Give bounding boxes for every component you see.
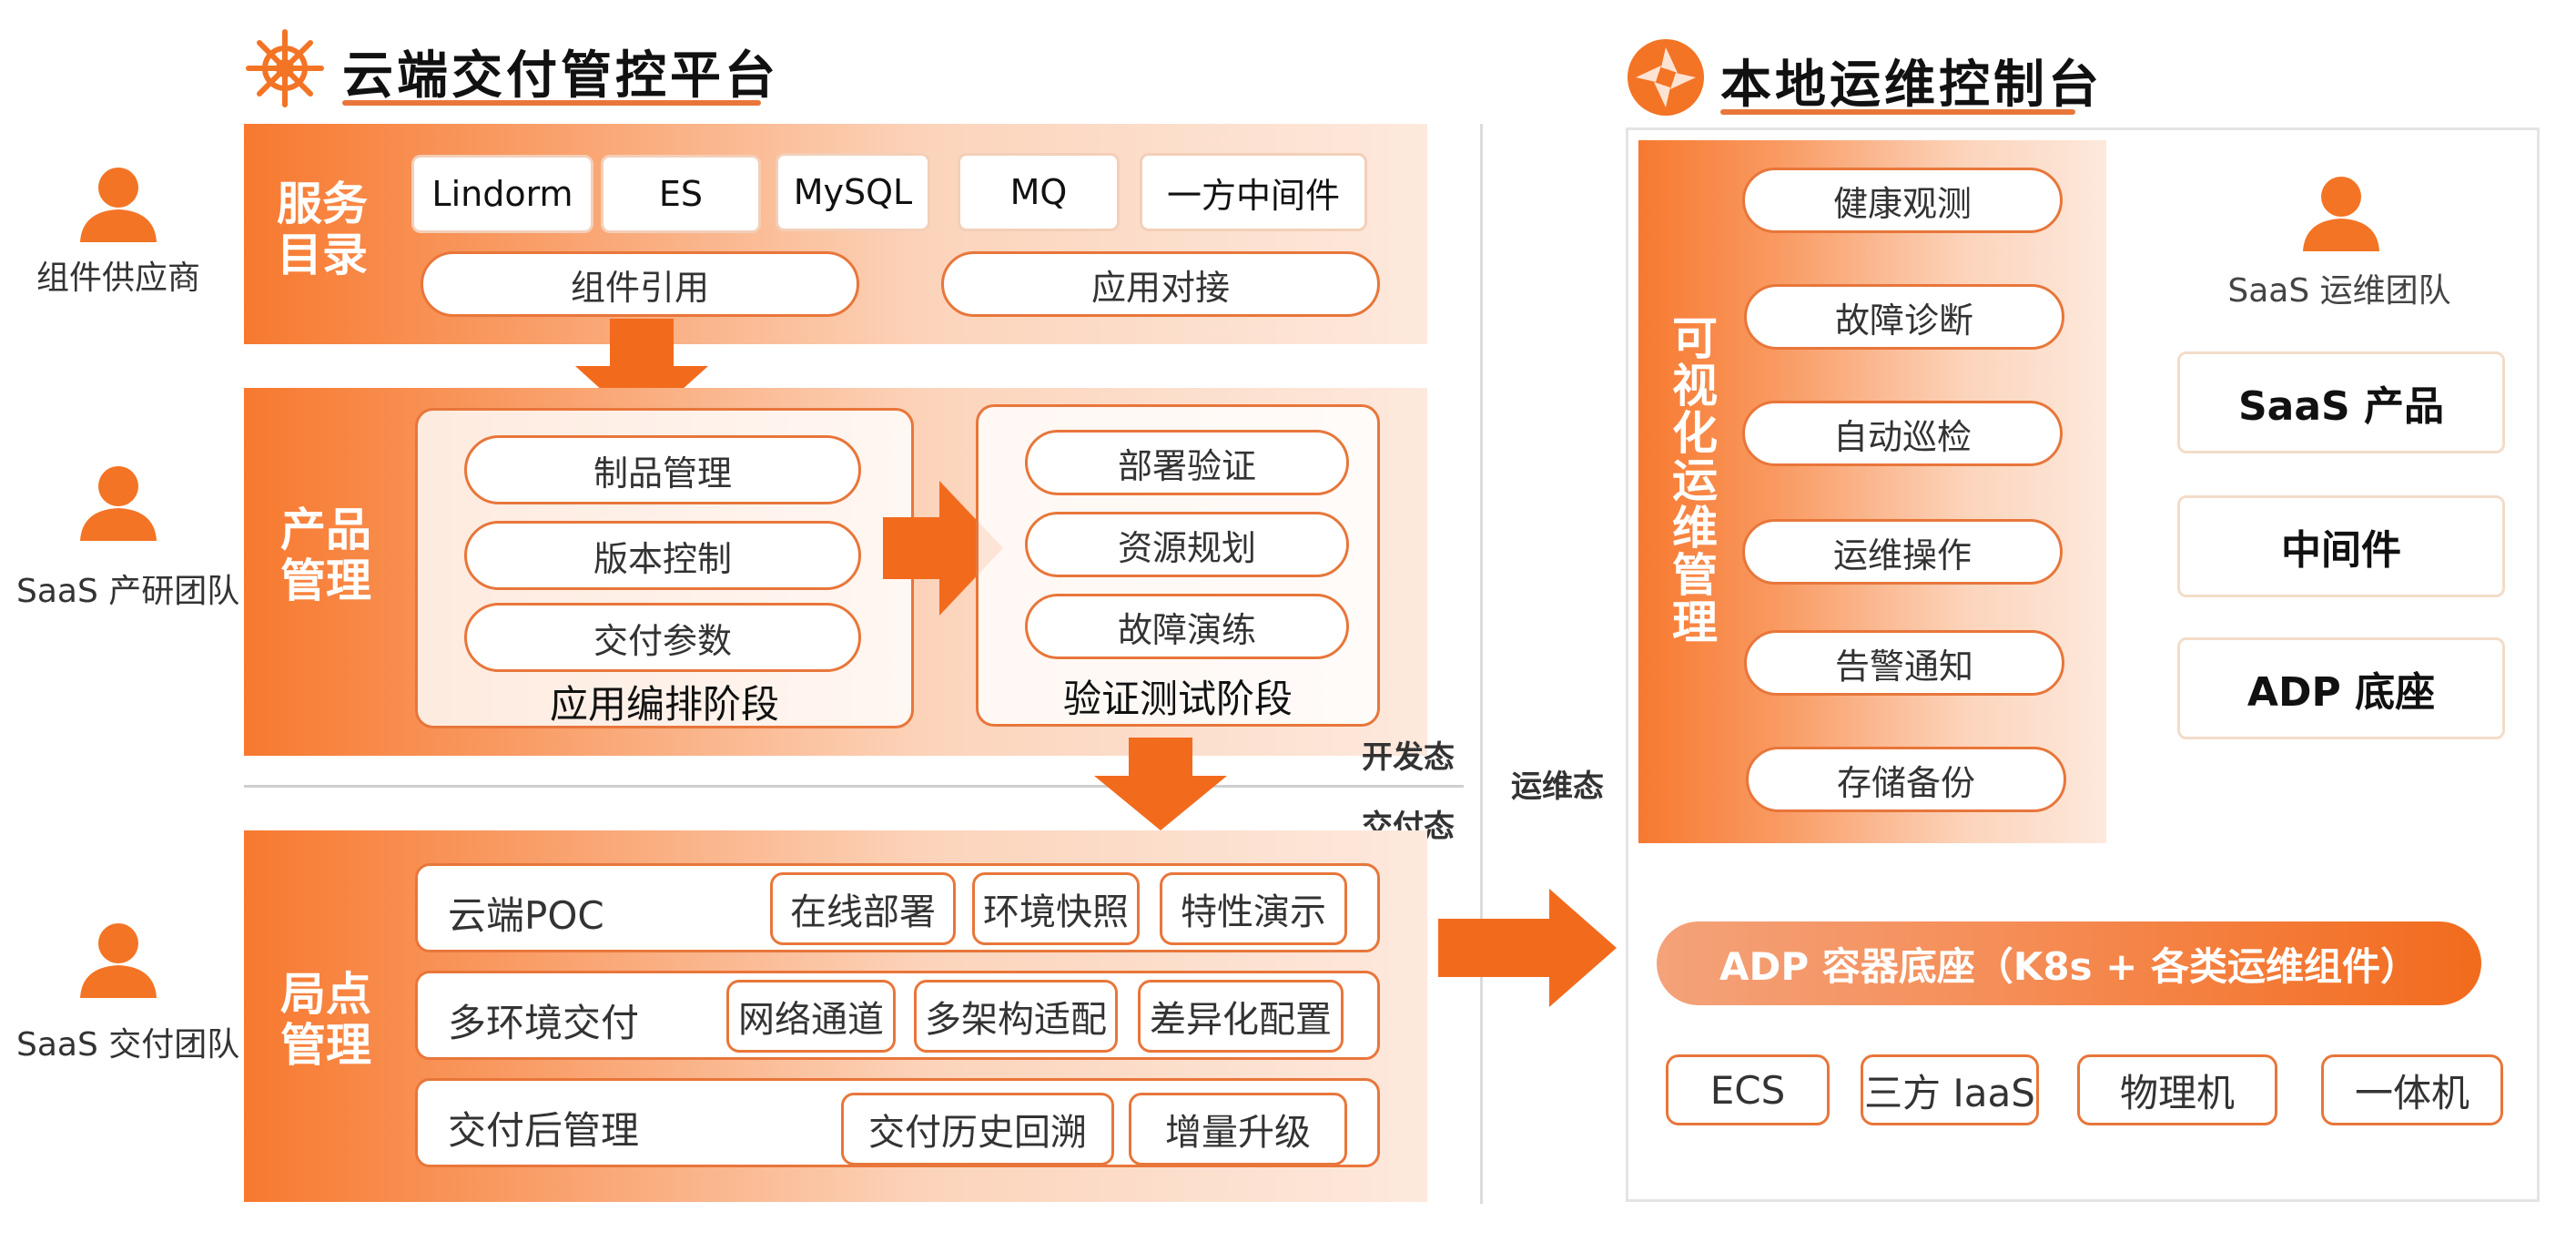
infra-ecs[interactable]: ECS: [1666, 1054, 1830, 1125]
visual-ops-panel: [1638, 140, 2106, 843]
helm-icon: [244, 27, 326, 109]
person-icon: [75, 164, 162, 242]
env-snapshot-tag[interactable]: 环境快照: [972, 872, 1140, 945]
persona-ops-team: SaaS 运维团队: [2227, 272, 2451, 310]
component-es[interactable]: ES: [601, 155, 761, 233]
ops-state-label: 运维态: [1511, 769, 1604, 805]
site-mgmt-label: 局点 管理: [280, 968, 371, 1072]
aperture-icon: [1625, 36, 1707, 118]
adp-base-box[interactable]: ADP 底座: [2177, 637, 2505, 739]
arrow-down-icon: [575, 319, 708, 426]
feature-demo-tag[interactable]: 特性演示: [1160, 872, 1347, 945]
right-title: 本地运维控制台: [1720, 56, 2103, 115]
infra-all-in-one[interactable]: 一体机: [2321, 1054, 2503, 1125]
service-catalog-label: 服务 目录: [277, 178, 368, 281]
adp-container-base-bar[interactable]: ADP 容器底座（K8s + 各类运维组件）: [1657, 921, 2481, 1005]
ops-divider-line: [1480, 124, 1483, 1204]
version-control-item[interactable]: 版本控制: [464, 521, 861, 590]
infra-physical-machine[interactable]: 物理机: [2077, 1054, 2277, 1125]
middleware-box[interactable]: 中间件: [2177, 495, 2505, 597]
person-icon: [75, 920, 162, 998]
component-lindorm[interactable]: Lindorm: [411, 155, 593, 233]
dev-state-label: 开发态: [1362, 739, 1455, 776]
person-icon: [2297, 173, 2385, 251]
ops-operation-item[interactable]: 运维操作: [1742, 519, 2063, 585]
delivery-history-tag[interactable]: 交付历史回溯: [841, 1093, 1114, 1166]
verification-stage-caption: 验证测试阶段: [1062, 677, 1293, 721]
app-integration-button[interactable]: 应用对接: [941, 251, 1380, 317]
incremental-upgrade-tag[interactable]: 增量升级: [1129, 1093, 1347, 1166]
site-row-multi-env-label: 多环境交付: [448, 1001, 640, 1045]
left-title: 云端交付管控平台: [342, 46, 779, 106]
person-icon: [75, 463, 162, 541]
deploy-verify-item[interactable]: 部署验证: [1025, 430, 1349, 495]
component-in-house-middleware[interactable]: 一方中间件: [1140, 153, 1367, 231]
artifact-mgmt-item[interactable]: 制品管理: [464, 435, 861, 504]
persona-supplier: 组件供应商: [35, 260, 200, 297]
persona-rd-team: SaaS 产研团队: [16, 573, 240, 610]
left-title-underline: [342, 100, 761, 106]
state-divider-line: [244, 785, 1464, 788]
health-observe-item[interactable]: 健康观测: [1742, 168, 2063, 233]
alert-notify-item[interactable]: 告警通知: [1744, 630, 2064, 696]
site-row-poc-label: 云端POC: [448, 893, 604, 938]
arrow-down-icon: [1094, 738, 1227, 830]
fault-drill-item[interactable]: 故障演练: [1025, 594, 1349, 659]
component-mq[interactable]: MQ: [958, 153, 1120, 231]
fault-diagnose-item[interactable]: 故障诊断: [1744, 284, 2064, 350]
resource-planning-item[interactable]: 资源规划: [1025, 512, 1349, 577]
right-title-underline: [1720, 109, 2075, 115]
online-deploy-tag[interactable]: 在线部署: [770, 872, 956, 945]
site-row-post-delivery-label: 交付后管理: [448, 1108, 640, 1153]
infra-third-party-iaas[interactable]: 三方 IaaS: [1861, 1054, 2039, 1125]
saas-product-box[interactable]: SaaS 产品: [2177, 351, 2505, 453]
network-channel-tag[interactable]: 网络通道: [726, 980, 896, 1053]
arrow-right-icon: [883, 481, 1003, 616]
auto-inspect-item[interactable]: 自动巡检: [1742, 401, 2063, 466]
component-mysql[interactable]: MySQL: [776, 153, 930, 231]
arrow-right-icon: [1438, 889, 1617, 1007]
product-mgmt-label: 产品 管理: [280, 504, 371, 607]
persona-delivery-team: SaaS 交付团队: [16, 1026, 240, 1064]
storage-backup-item[interactable]: 存储备份: [1746, 747, 2066, 812]
diff-config-tag[interactable]: 差异化配置: [1138, 980, 1344, 1053]
component-reference-button[interactable]: 组件引用: [421, 251, 859, 317]
visual-ops-label: 可视化运维管理: [1672, 312, 1718, 649]
orchestration-stage-caption: 应用编排阶段: [549, 682, 779, 727]
delivery-params-item[interactable]: 交付参数: [464, 603, 861, 672]
multi-arch-tag[interactable]: 多架构适配: [914, 980, 1118, 1053]
